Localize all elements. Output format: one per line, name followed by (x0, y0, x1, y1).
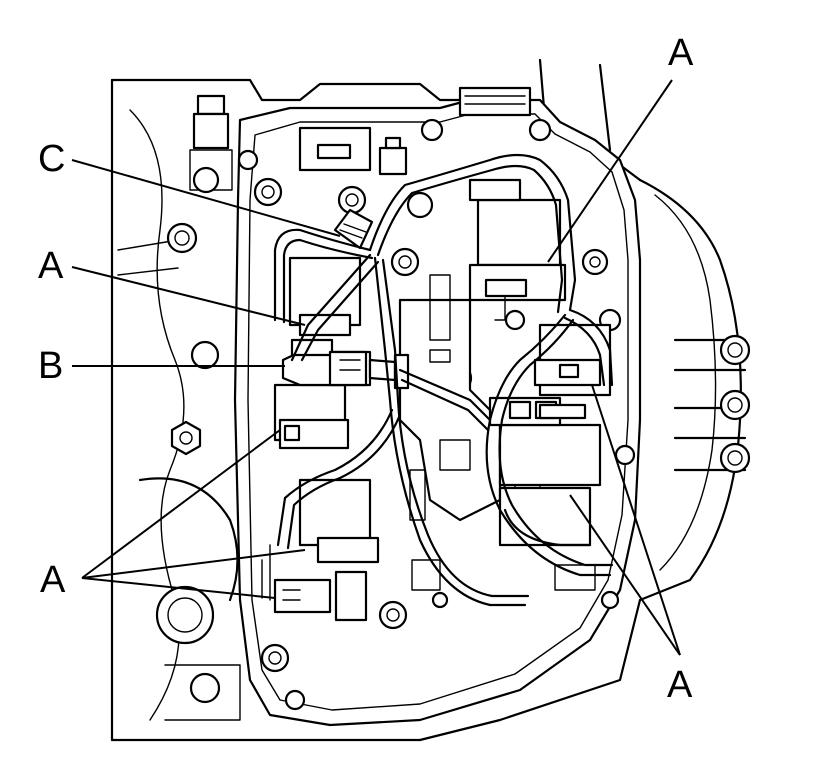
callout-a-top-right: A (668, 32, 694, 74)
leader-a-lower-3 (81, 577, 276, 599)
callout-a-lower-left: A (40, 559, 66, 601)
leader-a-lower-1 (81, 429, 281, 579)
callout-a-bottom-right: A (667, 664, 693, 706)
leader-top-right (547, 79, 673, 263)
wiring-harness (261, 153, 614, 607)
leader-a-lower-2 (81, 549, 306, 579)
right-solenoids (488, 323, 612, 547)
right-housing (418, 58, 751, 742)
leader-a-bottom-2 (569, 494, 681, 656)
callout-a-left: A (38, 245, 64, 287)
callout-c: C (38, 138, 66, 180)
leader-c (71, 159, 341, 237)
leader-a-left (71, 266, 306, 326)
callout-b: B (38, 345, 64, 387)
leader-a-bottom-1 (591, 384, 681, 656)
leader-lines (71, 79, 681, 656)
left-casing (110, 78, 462, 742)
